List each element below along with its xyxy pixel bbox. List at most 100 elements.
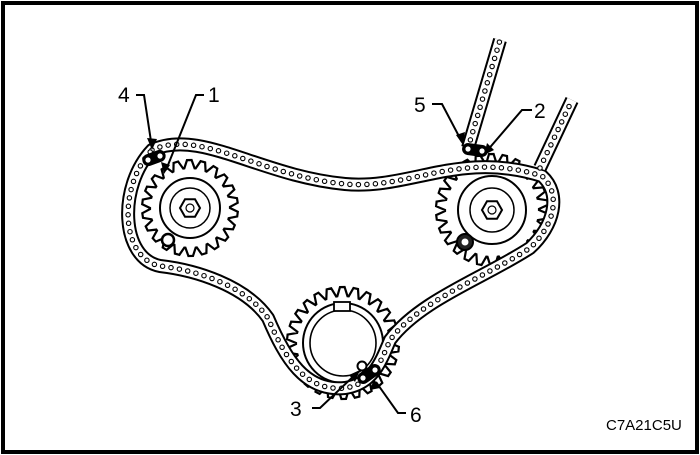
callout-5: 5 bbox=[414, 94, 426, 117]
chain-roller bbox=[168, 264, 174, 271]
chain-roller bbox=[540, 157, 547, 164]
chain-roller bbox=[502, 260, 508, 266]
chain-roller bbox=[481, 164, 488, 170]
chain-roller bbox=[548, 213, 554, 219]
chain-roller bbox=[489, 63, 495, 70]
chain-roller bbox=[507, 165, 513, 172]
chain-roller bbox=[347, 181, 353, 188]
chain-roller bbox=[144, 257, 150, 264]
chain-roller bbox=[494, 47, 500, 53]
chain-roller bbox=[259, 307, 265, 313]
chain-roller bbox=[477, 104, 483, 111]
chain-roller bbox=[427, 301, 434, 308]
chain-roller bbox=[355, 381, 361, 388]
left-camshaft-sprocket bbox=[141, 158, 239, 258]
chain-roller bbox=[389, 334, 395, 341]
chain-roller bbox=[550, 205, 556, 211]
chain-roller bbox=[151, 261, 158, 268]
chain-roller bbox=[224, 282, 231, 289]
chain-roller bbox=[125, 220, 132, 227]
chain-roller bbox=[407, 316, 413, 323]
chain-roller bbox=[127, 228, 133, 235]
chain-roller bbox=[125, 203, 132, 210]
chain-roller bbox=[486, 71, 493, 78]
chain-roller bbox=[397, 177, 404, 183]
chain-roller bbox=[129, 237, 136, 243]
chain-roller bbox=[400, 322, 407, 328]
chain-roller bbox=[555, 126, 561, 133]
chain-roller bbox=[470, 128, 476, 135]
color-link-4 bbox=[142, 149, 166, 167]
chain-roller bbox=[133, 244, 139, 251]
chain-roller bbox=[283, 351, 290, 358]
chain-roller bbox=[347, 384, 353, 390]
chain-roller bbox=[381, 349, 388, 356]
chain-roller bbox=[215, 148, 222, 154]
chain-roller bbox=[275, 337, 281, 343]
chain-roller bbox=[248, 158, 254, 164]
chain-roller bbox=[548, 188, 555, 194]
chain-roller bbox=[126, 195, 133, 201]
figure-code: C7A21C5U bbox=[606, 417, 682, 434]
chain-roller bbox=[545, 180, 551, 187]
chain-roller bbox=[414, 173, 421, 180]
chain-roller bbox=[515, 167, 522, 173]
chain-roller bbox=[176, 266, 183, 272]
chain-roller bbox=[536, 235, 542, 242]
chain-roller bbox=[467, 137, 474, 143]
chain-roller bbox=[125, 212, 131, 218]
chain-roller bbox=[498, 165, 505, 171]
chain-roller bbox=[541, 228, 547, 235]
chain-roller bbox=[496, 39, 503, 45]
chain-roller bbox=[209, 275, 215, 282]
chain-roller bbox=[442, 292, 448, 299]
chain-roller bbox=[264, 163, 270, 170]
chain-roller bbox=[130, 178, 137, 185]
chain-roller bbox=[313, 176, 320, 183]
chain-roller bbox=[338, 180, 345, 187]
chain-roller bbox=[431, 170, 437, 176]
chain-roller bbox=[372, 181, 379, 187]
chain-roller bbox=[479, 96, 486, 102]
chain-roller bbox=[472, 120, 478, 127]
chain-roller bbox=[271, 329, 278, 335]
chain-roller bbox=[456, 166, 462, 172]
chain-roller bbox=[474, 112, 481, 119]
chain-roller bbox=[473, 164, 479, 171]
callout-1: 1 bbox=[208, 84, 220, 107]
chain-roller bbox=[305, 175, 311, 181]
chain-roller bbox=[330, 179, 336, 186]
chain-roller bbox=[232, 153, 238, 159]
chain-roller bbox=[439, 168, 445, 175]
chain-roller bbox=[381, 180, 387, 186]
chain-roller bbox=[288, 358, 295, 365]
chain-roller bbox=[184, 268, 191, 274]
chain-roller bbox=[548, 142, 554, 148]
chain-roller bbox=[296, 173, 303, 179]
chain-roller bbox=[137, 251, 144, 258]
crank-timing-mark bbox=[356, 360, 368, 372]
chain-roller bbox=[217, 278, 223, 285]
chain-roller bbox=[406, 175, 412, 182]
chain-roller bbox=[447, 167, 454, 173]
chain-roller bbox=[545, 221, 551, 227]
chain-roller bbox=[524, 247, 530, 253]
chain-roller bbox=[223, 150, 230, 156]
chain-roller bbox=[279, 344, 285, 351]
chain-roller bbox=[199, 143, 205, 150]
chain-roller bbox=[484, 80, 491, 86]
chain-roller bbox=[544, 149, 550, 156]
chain-roller bbox=[280, 168, 287, 175]
color-link-5 bbox=[462, 143, 488, 157]
left-sprocket-bolt bbox=[178, 198, 202, 218]
chain-roller bbox=[232, 286, 238, 293]
chain-roller bbox=[321, 178, 328, 185]
chain-roller bbox=[253, 301, 259, 307]
leader-lines bbox=[136, 94, 532, 414]
chain-roller bbox=[293, 365, 300, 371]
chain-roller bbox=[268, 321, 274, 328]
chain-roller bbox=[246, 295, 253, 302]
chain-roller bbox=[540, 173, 546, 180]
chain-roller bbox=[321, 383, 328, 390]
